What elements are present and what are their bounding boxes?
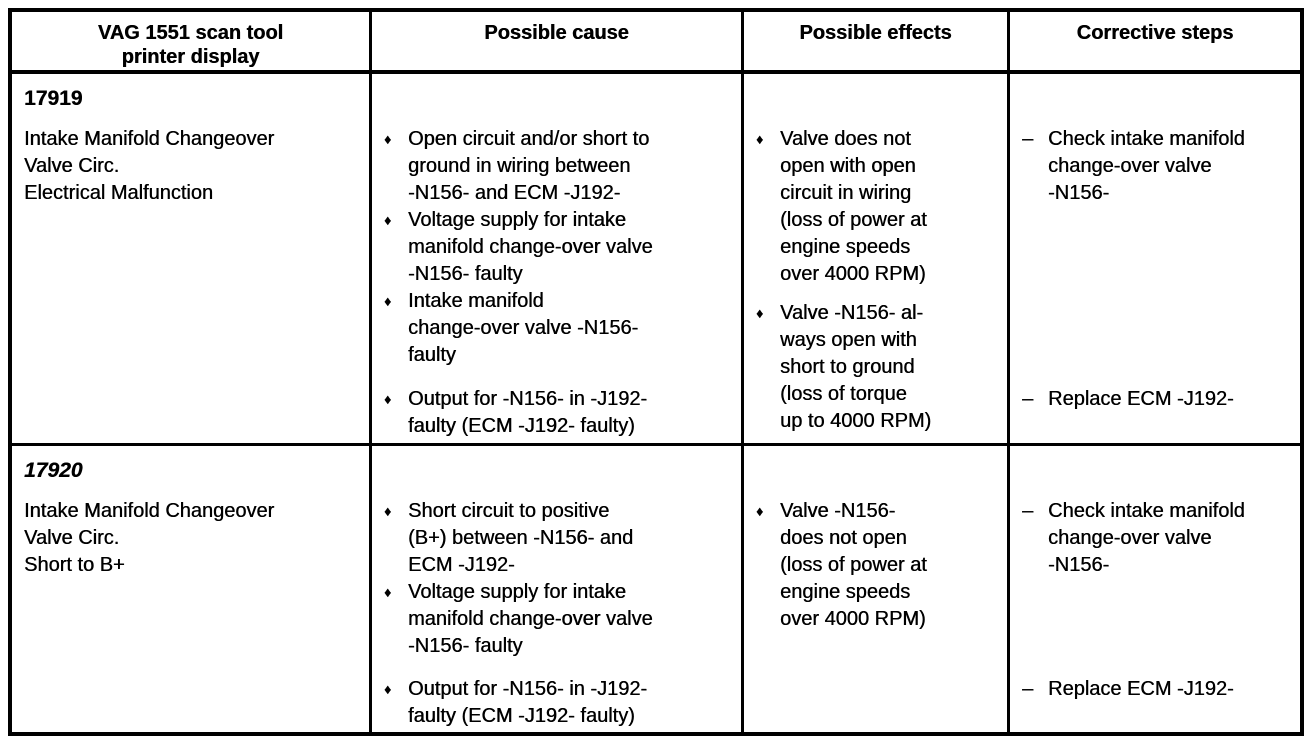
diamond-bullet-icon: ♦ — [384, 681, 392, 697]
effect-text: Valve -N156- does not open (loss of powe… — [780, 500, 927, 630]
cause-text: Short circuit to positive (B+) between -… — [408, 500, 634, 576]
dash-icon: – — [1022, 128, 1034, 150]
cause-item: ♦ Voltage supply for intake manifold cha… — [384, 579, 735, 660]
effect-item: ♦ Valve -N156- does not open (loss of po… — [756, 498, 1001, 633]
scanned-manual-page: VAG 1551 scan tool printer display Possi… — [8, 8, 1304, 736]
effects-cell-2: ♦ Valve -N156- does not open (loss of po… — [744, 446, 1010, 732]
cause-text: Voltage supply for intake manifold chang… — [408, 581, 653, 657]
cause-item: ♦ Output for -N156- in -J192- faulty (EC… — [384, 676, 735, 730]
dash-icon: – — [1022, 500, 1034, 522]
cause-item: ♦ Open circuit and/or short to ground in… — [384, 126, 735, 207]
cause-item: ♦ Voltage supply for intake manifold cha… — [384, 207, 735, 288]
step-item: – Replace ECM -J192- — [1022, 386, 1294, 413]
fault-code-cell-1: 17919 Intake Manifold Changeover Valve C… — [12, 74, 372, 446]
dash-icon: – — [1022, 678, 1034, 700]
cause-item: ♦ Short circuit to positive (B+) between… — [384, 498, 735, 579]
cause-cell-1: ♦ Open circuit and/or short to ground in… — [372, 74, 744, 446]
step-text: Check intake manifold change-over valve … — [1048, 500, 1245, 576]
diamond-bullet-icon: ♦ — [756, 305, 764, 321]
cause-item: ♦ Output for -N156- in -J192- faulty (EC… — [384, 386, 735, 440]
diamond-bullet-icon: ♦ — [384, 293, 392, 309]
cause-text: Output for -N156- in -J192- faulty (ECM … — [408, 678, 647, 727]
step-text: Replace ECM -J192- — [1048, 388, 1234, 410]
dash-icon: – — [1022, 388, 1034, 410]
header-cell-printer-display: VAG 1551 scan tool printer display — [12, 12, 372, 74]
step-item: – Replace ECM -J192- — [1022, 676, 1294, 703]
header-cell-corrective-steps: Corrective steps — [1010, 12, 1300, 74]
header-cell-possible-cause: Possible cause — [372, 12, 744, 74]
effects-cell-1: ♦ Valve does not open with open circuit … — [744, 74, 1010, 446]
fault-description: Intake Manifold Changeover Valve Circ. E… — [24, 128, 275, 204]
step-item: – Check intake manifold change-over valv… — [1022, 126, 1294, 207]
cause-item: ♦ Intake manifold change-over valve -N15… — [384, 288, 735, 369]
cause-text: Open circuit and/or short to ground in w… — [408, 128, 650, 204]
step-text: Replace ECM -J192- — [1048, 678, 1234, 700]
dtc-table: VAG 1551 scan tool printer display Possi… — [8, 8, 1304, 736]
diamond-bullet-icon: ♦ — [384, 584, 392, 600]
cause-cell-2: ♦ Short circuit to positive (B+) between… — [372, 446, 744, 732]
header-cell-possible-effects: Possible effects — [744, 12, 1010, 74]
diamond-bullet-icon: ♦ — [384, 131, 392, 147]
steps-cell-1: – Check intake manifold change-over valv… — [1010, 74, 1300, 446]
effect-text: Valve does not open with open circuit in… — [780, 128, 927, 285]
step-text: Check intake manifold change-over valve … — [1048, 128, 1245, 204]
step-item: – Check intake manifold change-over valv… — [1022, 498, 1294, 579]
diamond-bullet-icon: ♦ — [384, 212, 392, 228]
diamond-bullet-icon: ♦ — [384, 503, 392, 519]
effect-item: ♦ Valve -N156- al- ways open with short … — [756, 300, 1001, 435]
fault-description: Intake Manifold Changeover Valve Circ. S… — [24, 500, 275, 576]
effect-item: ♦ Valve does not open with open circuit … — [756, 126, 1001, 288]
cause-text: Output for -N156- in -J192- faulty (ECM … — [408, 388, 647, 437]
diamond-bullet-icon: ♦ — [756, 131, 764, 147]
steps-cell-2: – Check intake manifold change-over valv… — [1010, 446, 1300, 732]
fault-code-cell-2: 17920 Intake Manifold Changeover Valve C… — [12, 446, 372, 732]
diamond-bullet-icon: ♦ — [756, 503, 764, 519]
cause-text: Voltage supply for intake manifold chang… — [408, 209, 653, 285]
fault-code: 17920 — [24, 459, 83, 482]
diamond-bullet-icon: ♦ — [384, 391, 392, 407]
effect-text: Valve -N156- al- ways open with short to… — [780, 302, 932, 432]
cause-text: Intake manifold change-over valve -N156-… — [408, 290, 639, 366]
fault-code: 17919 — [24, 87, 83, 110]
